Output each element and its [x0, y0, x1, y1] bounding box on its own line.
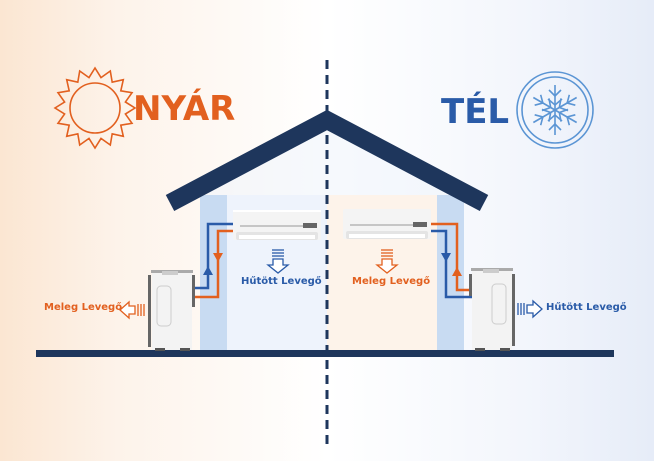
down-arrow-icon	[441, 253, 451, 262]
attic	[200, 130, 454, 195]
snowflake-arm	[532, 94, 556, 112]
summer-cold-pipe	[192, 222, 233, 290]
snowflake-icon	[516, 71, 594, 149]
snowflake-arm	[547, 85, 563, 110]
sun-icon	[53, 66, 137, 150]
summer-title: NYÁR	[133, 89, 236, 129]
up-arrow-icon	[203, 266, 213, 275]
snowflake-arm	[554, 108, 578, 126]
snowflake-arm	[532, 108, 556, 126]
winter-outdoor-unit	[469, 268, 515, 351]
up-arrow-icon	[452, 267, 462, 276]
snowflake-arm	[547, 110, 563, 135]
summer-outdoor-airflow-arrow	[119, 300, 145, 320]
winter-indoor-unit	[343, 209, 431, 239]
summer-indoor-airflow-arrow	[266, 249, 290, 274]
winter-title: TÉL	[441, 92, 510, 132]
summer-hot-pipe	[192, 229, 233, 299]
summer-outdoor-label: Meleg Levegő	[44, 302, 123, 313]
snowflake-arm	[554, 94, 578, 112]
sun-rays	[53, 66, 137, 150]
winter-outdoor-airflow-arrow	[517, 299, 543, 319]
winter-hot-pipe	[431, 222, 472, 292]
winter-outdoor-label: Hűtött Levegő	[546, 302, 627, 313]
summer-indoor-unit	[233, 210, 321, 240]
summer-outdoor-unit	[148, 270, 195, 351]
down-arrow-icon	[213, 253, 223, 262]
winter-indoor-label: Meleg Levegő	[352, 276, 431, 287]
winter-indoor-airflow-arrow	[375, 249, 399, 274]
ground-line	[36, 350, 614, 357]
winter-cold-pipe	[431, 229, 472, 299]
summer-indoor-label: Hűtött Levegő	[241, 276, 322, 287]
